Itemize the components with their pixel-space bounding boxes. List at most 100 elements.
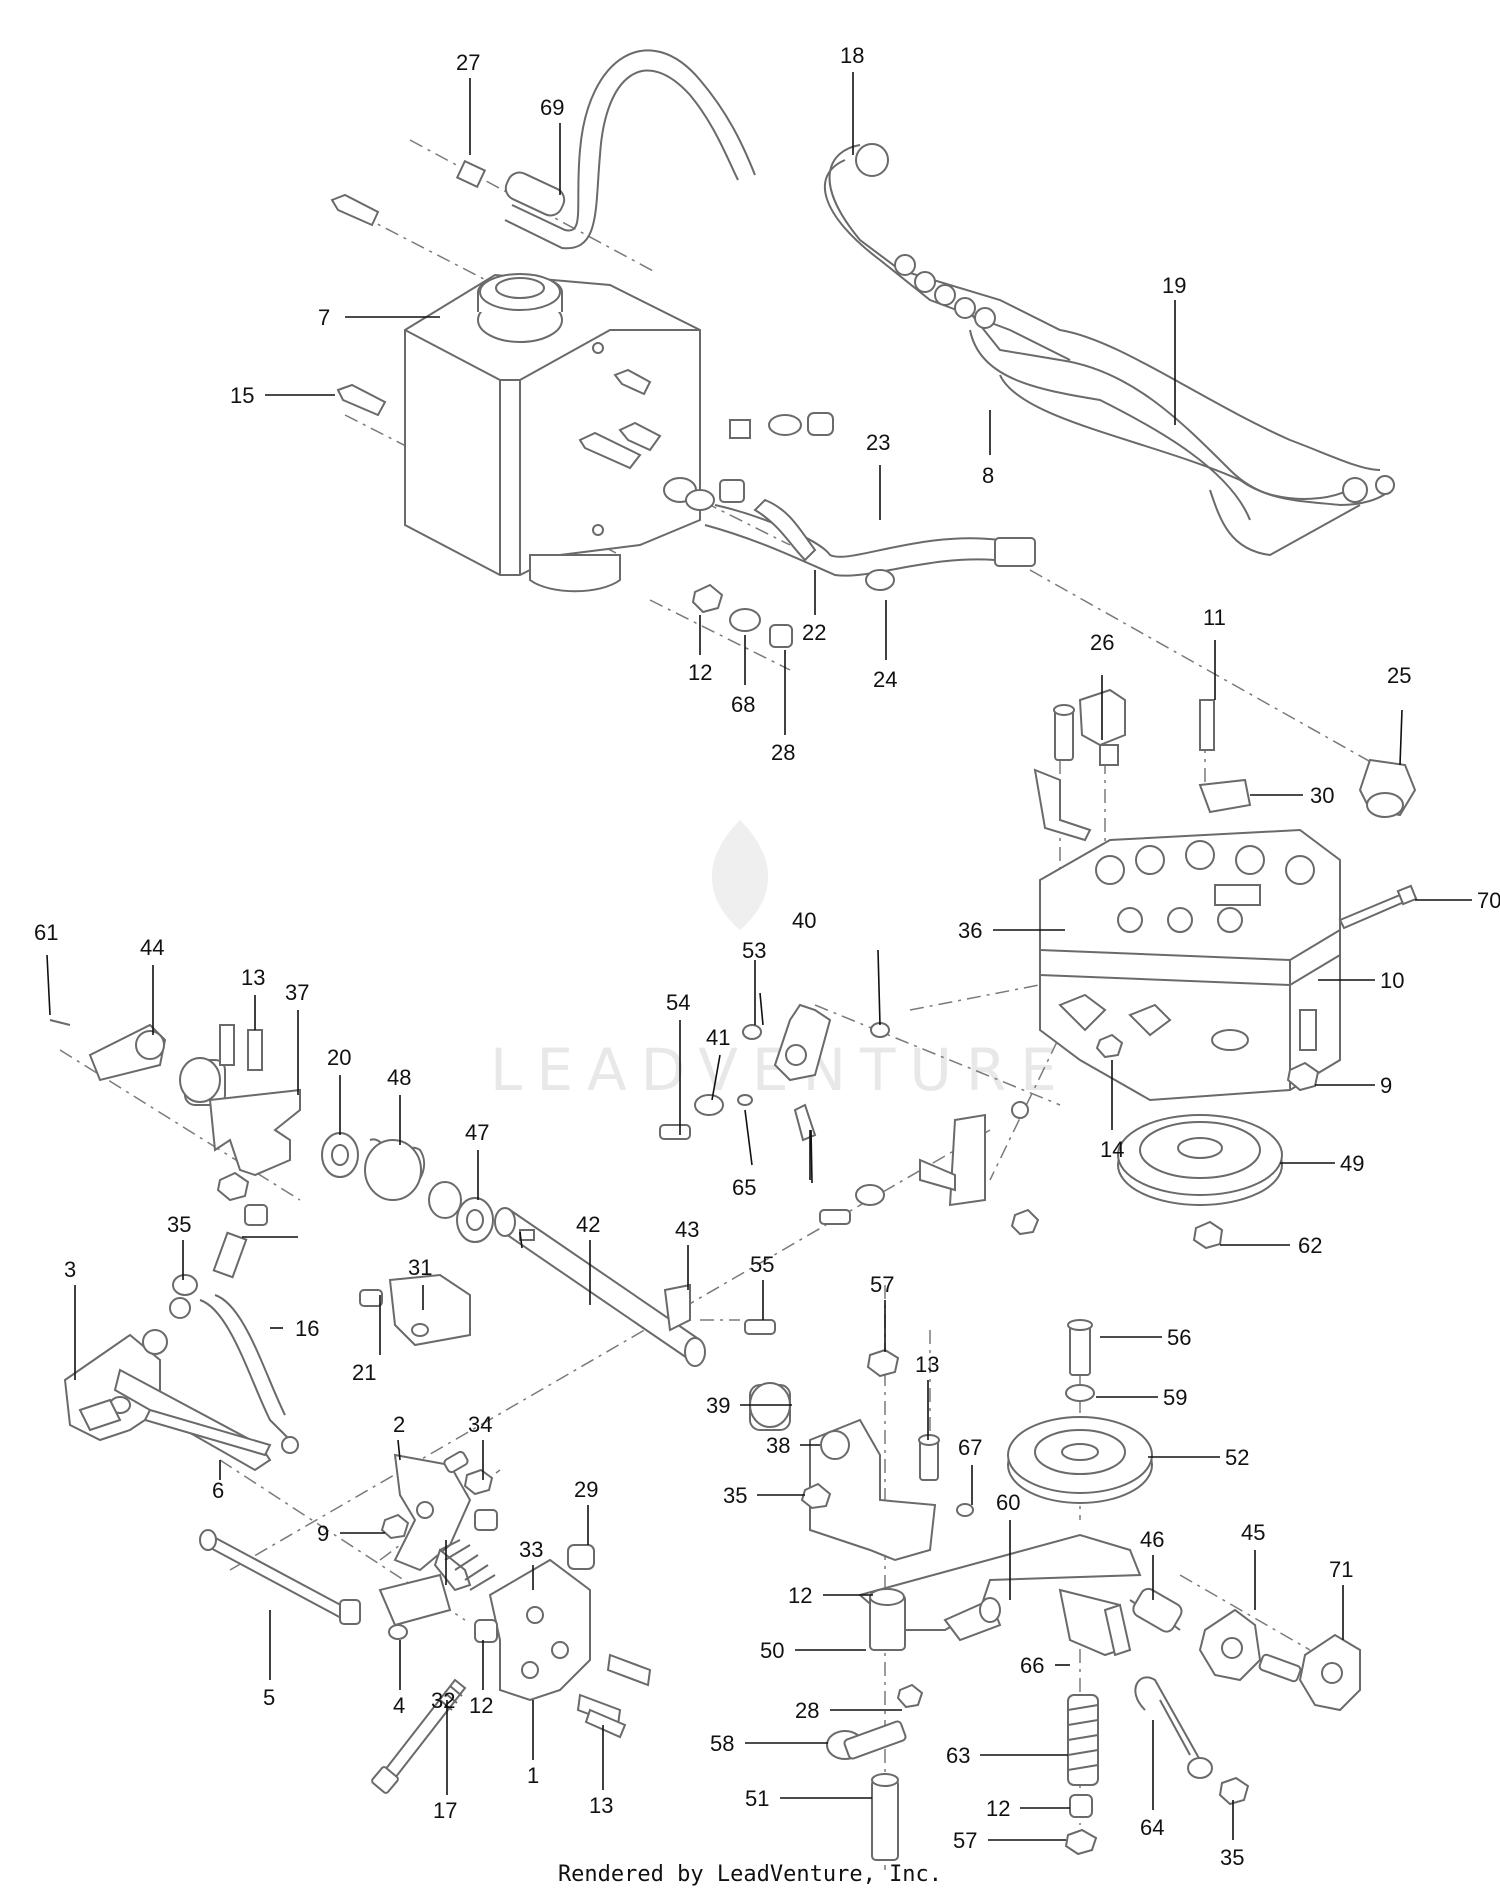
callout-53-a: 53: [742, 938, 766, 963]
callout-22: 22: [802, 620, 826, 645]
knob-45: [1198, 1608, 1262, 1682]
bolt-17: [371, 1678, 467, 1794]
bracket-66: [1058, 1588, 1132, 1657]
callout-58: 58: [710, 1731, 734, 1756]
callout-54-a: 54: [666, 990, 690, 1015]
callout-20: 20: [327, 1045, 351, 1070]
nut-12-left: [474, 1619, 498, 1643]
callout-15: 15: [230, 383, 254, 408]
bolts-57-13: [866, 1348, 974, 1517]
callout-13-a: 13: [241, 965, 265, 990]
nut-35-left: [172, 1274, 198, 1296]
spring-63: [1064, 1694, 1099, 1856]
watermark-text: LEADVENTURE: [490, 1036, 1071, 1104]
callout-69: 69: [540, 95, 564, 120]
callout-55: 55: [750, 1252, 774, 1277]
rod-5: [199, 1529, 361, 1625]
callout-4: 4: [393, 1693, 405, 1718]
leader-lines: [46, 72, 1472, 1841]
shaft-42: [494, 1207, 706, 1367]
springs-60-46: [979, 1587, 1183, 1633]
callout-6: 6: [212, 1478, 224, 1503]
callout-64: 64: [1140, 1815, 1164, 1840]
callout-12-b: 12: [469, 1693, 493, 1718]
knob-71: [1258, 1633, 1361, 1712]
control-arm-40: [659, 1003, 890, 1142]
callout-38: 38: [766, 1433, 790, 1458]
callout-50: 50: [760, 1638, 784, 1663]
callout-9-b: 9: [317, 1521, 329, 1546]
callout-49: 49: [1340, 1151, 1364, 1176]
bolt-13-bottom: [584, 1708, 627, 1739]
bracket-38: [800, 1418, 937, 1562]
callout-33: 33: [519, 1537, 543, 1562]
callout-1: 1: [527, 1763, 539, 1788]
callout-57-b: 57: [953, 1828, 977, 1853]
callout-60: 60: [996, 1490, 1020, 1515]
callout-31: 31: [408, 1255, 432, 1280]
callout-62: 62: [1298, 1233, 1322, 1258]
callout-71: 71: [1329, 1557, 1353, 1582]
fittings-26-25: [1078, 688, 1417, 818]
callout-13-b: 13: [589, 1793, 613, 1818]
hydro-pump-10: [1039, 828, 1341, 1102]
callout-59: 59: [1163, 1385, 1187, 1410]
idler-arm-50: [857, 1533, 1142, 1651]
bushing-39: [749, 1382, 791, 1431]
callout-68: 68: [731, 692, 755, 717]
callout-66: 66: [1020, 1653, 1044, 1678]
callout-7: 7: [318, 305, 330, 330]
callout-9-a: 9: [1380, 1073, 1392, 1098]
callout-56: 56: [1167, 1325, 1191, 1350]
callout-36: 36: [958, 918, 982, 943]
callout-57-a: 57: [870, 1272, 894, 1297]
callout-3: 3: [64, 1257, 76, 1282]
callout-61-a: 61: [34, 920, 58, 945]
callout-17: 17: [433, 1798, 457, 1823]
callout-28-b: 28: [795, 1698, 819, 1723]
callout-11-a: 11: [1203, 605, 1226, 630]
callout-70: 70: [1477, 888, 1500, 913]
callout-67: 67: [958, 1435, 982, 1460]
bolts-top: [330, 193, 834, 503]
callout-48: 48: [387, 1065, 411, 1090]
callout-13-c: 13: [915, 1352, 939, 1377]
callout-37: 37: [285, 980, 309, 1005]
callout-34: 34: [468, 1412, 492, 1437]
callout-5: 5: [263, 1685, 275, 1710]
callout-12-d: 12: [986, 1796, 1010, 1821]
spring-32: [378, 1539, 496, 1627]
spring-set-20-48-47: [321, 1132, 494, 1243]
callout-18: 18: [840, 43, 864, 68]
nuts-9-14: [1095, 1033, 1320, 1092]
callout-47: 47: [465, 1120, 489, 1145]
bracket-44: [49, 1019, 226, 1106]
control-arm-right: [819, 1101, 1040, 1236]
hydraulic-tubes: [823, 143, 1395, 557]
spring-16: [199, 1294, 299, 1454]
callout-25: 25: [1387, 663, 1411, 688]
callout-23: 23: [866, 430, 890, 455]
hose-23: [685, 489, 1036, 591]
callout-44: 44: [140, 935, 164, 960]
callout-52: 52: [1225, 1445, 1249, 1470]
callout-19: 19: [1162, 273, 1186, 298]
reservoir-tank-7: [404, 273, 701, 593]
callout-21: 21: [352, 1360, 376, 1385]
pulley-49: [1117, 1114, 1283, 1250]
callout-28-a: 28: [771, 740, 795, 765]
callout-63: 63: [946, 1743, 970, 1768]
callout-42: 42: [576, 1212, 600, 1237]
bolt-70: [1338, 884, 1418, 930]
callout-8: 8: [982, 463, 994, 488]
bracket-1: [488, 1558, 652, 1727]
render-credit: Rendered by LeadVenture, Inc.: [557, 1862, 943, 1887]
callout-40: 40: [792, 908, 816, 933]
bracket-2: [393, 1450, 494, 1592]
callout-45: 45: [1241, 1520, 1265, 1545]
idler-pulley-52: [1007, 1319, 1153, 1504]
callout-29: 29: [574, 1477, 598, 1502]
rod-6: [143, 1408, 272, 1457]
callout-labels: 27 69 18 19 7 15 8 23 22 24 12 68 28 26 …: [34, 43, 1500, 1870]
